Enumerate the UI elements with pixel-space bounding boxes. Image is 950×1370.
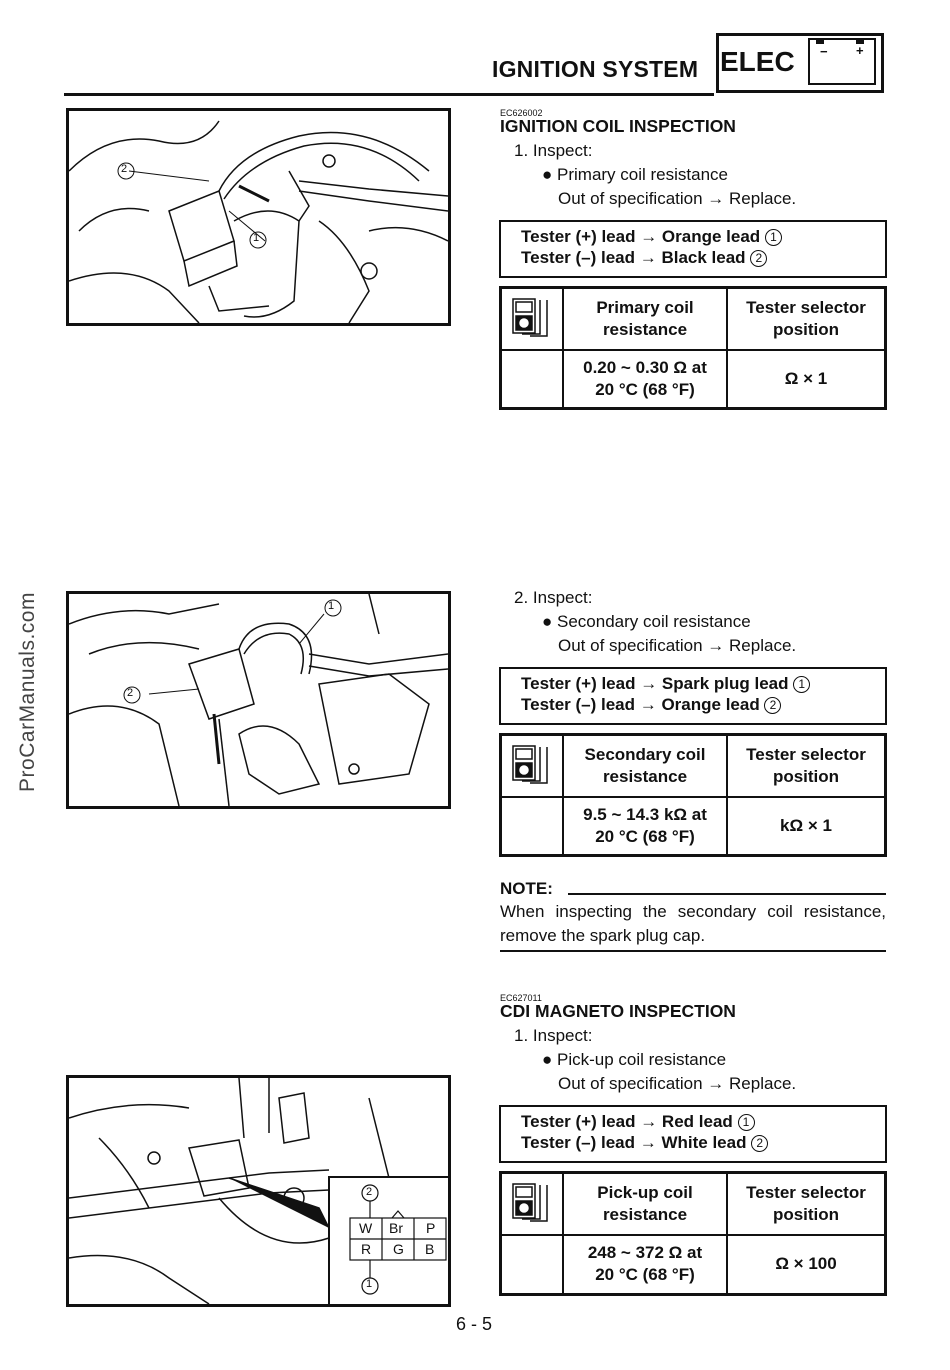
step-label: 2. Inspect:	[514, 588, 593, 607]
note-text: When inspecting the secondary coil resis…	[500, 902, 886, 945]
section-code: EC626002	[500, 108, 543, 118]
tester-positive-lead: Tester (+) lead → Red lead 1	[521, 1111, 885, 1132]
action-text: Out of specification → Replace.	[558, 1074, 797, 1093]
connector-inset: 2 1 W Br P R G B	[328, 1176, 448, 1304]
page-number: 6 - 5	[456, 1314, 493, 1334]
multimeter-icon	[499, 1171, 564, 1236]
battery-icon: − +	[808, 38, 876, 85]
spec-header-selector: Tester selector position	[726, 286, 887, 351]
watermark: ProCarManuals.com	[16, 592, 39, 792]
tester-negative-lead: Tester (–) lead → Black lead 2	[521, 247, 885, 268]
tester-lead-box: Tester (+) lead → Spark plug lead 1 Test…	[499, 667, 887, 725]
tester-lead-box: Tester (+) lead → Orange lead 1 Tester (…	[499, 220, 887, 278]
figure-ignition-coil-secondary: 1 2	[66, 591, 451, 809]
tester-positive-lead: Tester (+) lead → Spark plug lead 1	[521, 673, 885, 694]
note-label: NOTE:	[500, 879, 553, 898]
spec-header-resistance: Secondary coil resistance	[562, 733, 728, 798]
spec-empty-cell	[499, 348, 564, 410]
callout-2: 2	[366, 1186, 373, 1198]
tester-negative-lead: Tester (–) lead → Orange lead 2	[521, 694, 885, 715]
spec-value-selector: Ω × 1	[726, 348, 887, 410]
tester-positive-lead: Tester (+) lead → Orange lead 1	[521, 226, 885, 247]
spec-header-selector: Tester selector position	[726, 733, 887, 798]
callout-1: 1	[328, 600, 335, 612]
spec-header-resistance: Primary coil resistance	[562, 286, 728, 351]
pin-white: W	[359, 1220, 373, 1236]
pin-red: R	[361, 1241, 372, 1257]
spec-table: Secondary coil resistance Tester selecto…	[499, 733, 887, 857]
callout-1: 1	[366, 1278, 373, 1290]
multimeter-icon	[499, 733, 564, 798]
pin-green: G	[393, 1241, 404, 1257]
figure-pickup-coil: 2 1 W Br P R G B	[66, 1075, 451, 1307]
step-label: 1. Inspect:	[514, 141, 593, 160]
section-heading: CDI MAGNETO INSPECTION	[500, 1001, 736, 1021]
section-heading: IGNITION COIL INSPECTION	[500, 116, 736, 136]
pin-brown: Br	[389, 1220, 403, 1236]
inspect-item: ● Pick-up coil resistance	[542, 1050, 727, 1069]
tester-negative-lead: Tester (–) lead → White lead 2	[521, 1132, 885, 1153]
section-tab-box	[716, 33, 884, 93]
callout-2: 2	[121, 163, 128, 175]
note-rule-bottom	[500, 950, 886, 952]
pin-black: B	[425, 1241, 435, 1257]
section-tab-label: ELEC	[720, 46, 795, 77]
spec-header-resistance: Pick-up coil resistance	[562, 1171, 728, 1236]
spec-table: Primary coil resistance Tester selector …	[499, 286, 887, 410]
inspect-item: ● Primary coil resistance	[542, 165, 728, 184]
action-text: Out of specification → Replace.	[558, 189, 797, 208]
battery-minus: −	[820, 44, 828, 59]
inspect-item: ● Secondary coil resistance	[542, 612, 751, 631]
callout-2: 2	[127, 687, 134, 699]
spec-empty-cell	[499, 1233, 564, 1296]
spec-table: Pick-up coil resistance Tester selector …	[499, 1171, 887, 1296]
figure-ignition-coil-primary: 2 1	[66, 108, 451, 326]
battery-plus: +	[856, 43, 864, 58]
callout-1: 1	[253, 232, 260, 244]
pin-pink: P	[426, 1220, 436, 1236]
header-rule	[64, 93, 714, 96]
section-title: IGNITION SYSTEM	[492, 56, 699, 82]
spec-value-selector: Ω × 100	[726, 1233, 887, 1296]
spec-value-selector: kΩ × 1	[726, 795, 887, 857]
multimeter-icon	[499, 286, 564, 351]
spec-header-selector: Tester selector position	[726, 1171, 887, 1236]
section-code: EC627011	[500, 993, 542, 1003]
action-text: Out of specification → Replace.	[558, 636, 797, 655]
note-rule-top	[568, 893, 886, 895]
step-label: 1. Inspect:	[514, 1026, 593, 1045]
spec-empty-cell	[499, 795, 564, 857]
tester-lead-box: Tester (+) lead → Red lead 1 Tester (–) …	[499, 1105, 887, 1163]
